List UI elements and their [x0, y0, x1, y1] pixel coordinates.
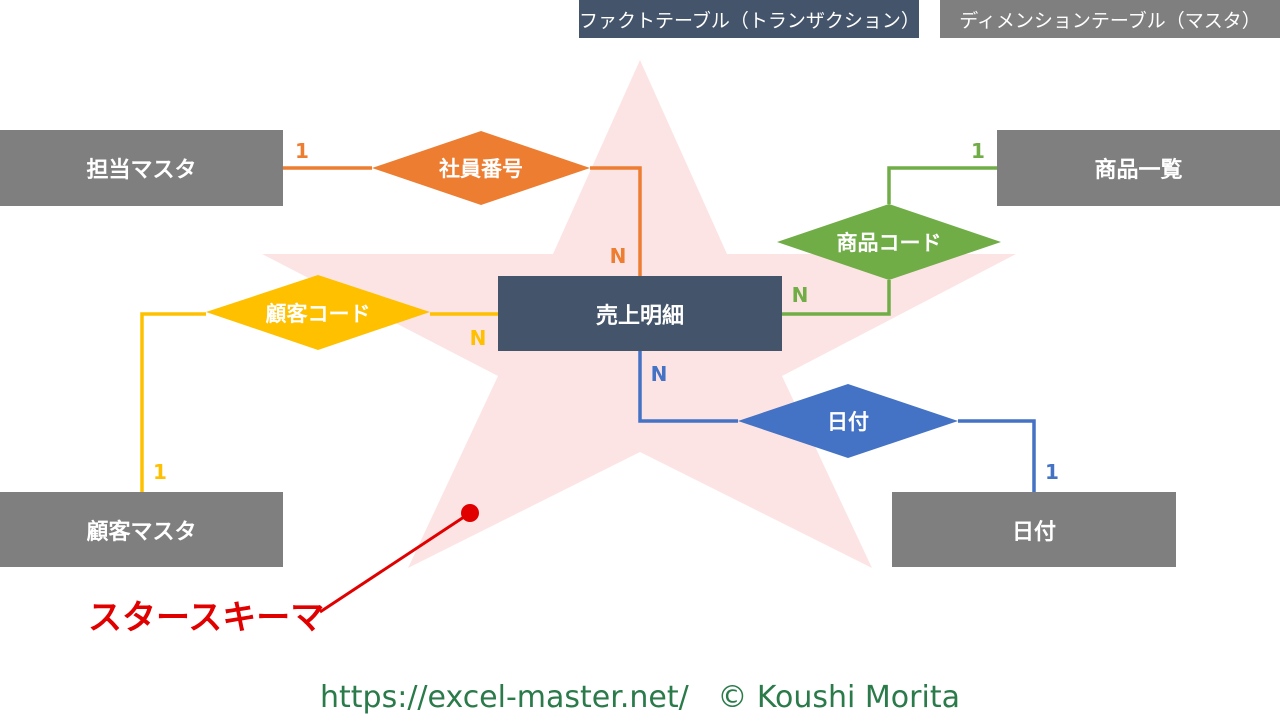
relation-customer-code: 顧客コード [265, 302, 371, 326]
star-schema-label: スタースキーマ [88, 598, 325, 638]
table-staff-master: 担当マスタ [0, 130, 283, 206]
connector-employee-2 [590, 166, 642, 276]
diamond-date [738, 384, 958, 458]
diamond-product-code [777, 204, 1001, 280]
table-customer-master: 顧客マスタ [0, 492, 283, 567]
relation-product-code: 商品コード [836, 231, 942, 255]
legend-fact-table: ファクトテーブル（トランザクション） [579, 0, 920, 38]
connector-customer-2 [140, 312, 206, 492]
cardinality-product-one: 1 [971, 139, 985, 163]
cardinality-product-many: N [791, 283, 809, 307]
legend-dimension-table: ディメンションテーブル（マスタ） [940, 0, 1280, 38]
connector-product-2 [887, 166, 997, 204]
pointer-dot [461, 504, 479, 522]
cardinality-customer-many: N [469, 326, 487, 350]
diamond-employee-no [372, 131, 590, 205]
footer-credit: https://excel-master.net/ © Koushi Morit… [320, 680, 960, 715]
relation-employee-no: 社員番号 [439, 157, 523, 181]
table-date: 日付 [892, 492, 1176, 567]
relation-date: 日付 [827, 410, 869, 434]
cardinality-date-one: 1 [1045, 460, 1059, 484]
table-sales-detail: 売上明細 [498, 276, 782, 351]
connector-date-2 [958, 419, 1036, 492]
cardinality-customer-one: 1 [153, 460, 167, 484]
table-product-list: 商品一覧 [997, 130, 1280, 206]
connector-product [782, 280, 891, 316]
diamond-customer-code [206, 275, 430, 350]
cardinality-staff-one: 1 [295, 139, 309, 163]
connector-date [638, 351, 738, 423]
cardinality-date-many: N [650, 362, 668, 386]
pointer-line [319, 511, 471, 614]
cardinality-staff-many: N [609, 244, 627, 268]
